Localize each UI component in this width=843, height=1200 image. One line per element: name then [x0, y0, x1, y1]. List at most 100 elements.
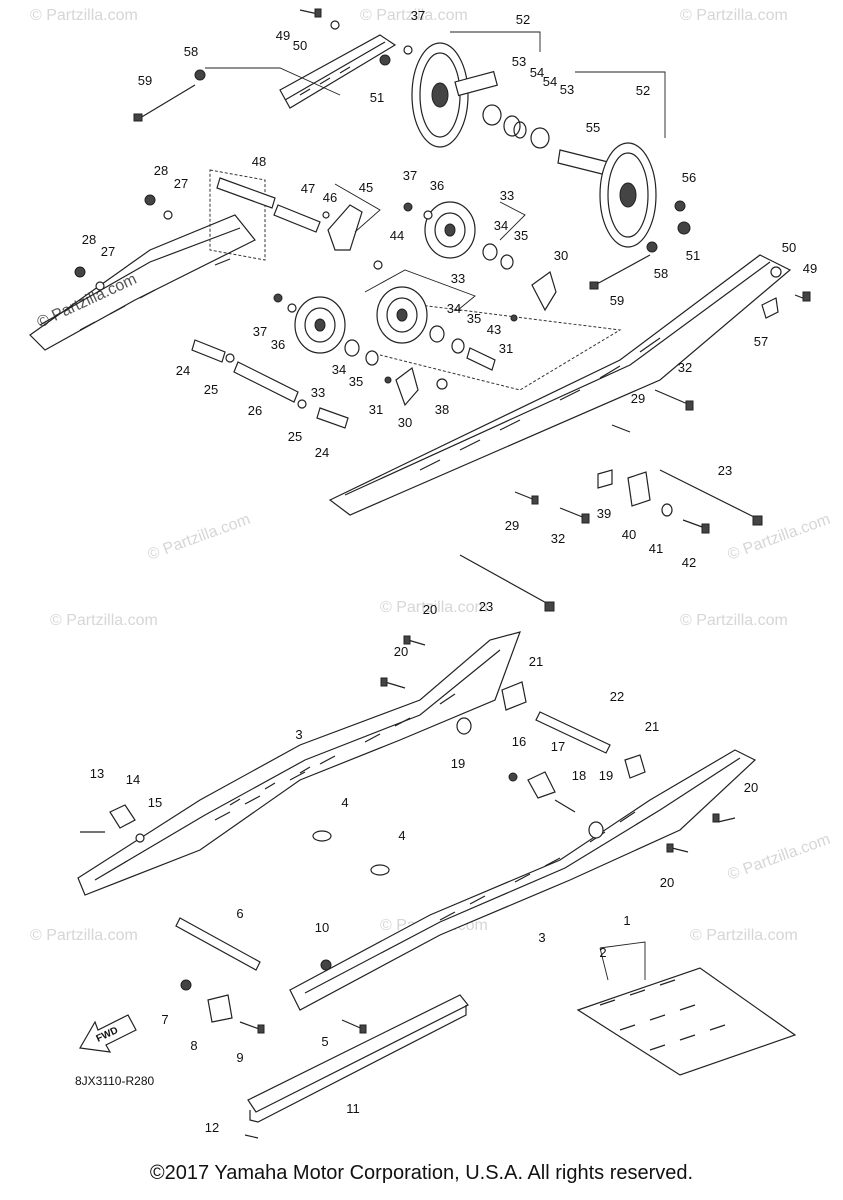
fwd-arrow: FWD [79, 1014, 137, 1053]
callout: 25 [288, 429, 302, 444]
callout: 46 [323, 190, 337, 205]
callout: 1 [623, 913, 630, 928]
callout: 47 [301, 181, 315, 196]
watermark: © Partzilla.com [146, 511, 253, 564]
callout: 5 [321, 1034, 328, 1049]
callout: 43 [487, 322, 501, 337]
watermark: © Partzilla.com [50, 612, 158, 629]
callout: 53 [560, 82, 574, 97]
callout: 51 [370, 90, 384, 105]
callout: 59 [138, 73, 152, 88]
callout: 18 [572, 768, 586, 783]
callout: 3 [295, 727, 302, 742]
bolts-long [133, 84, 763, 612]
track-clip-assembly [576, 941, 797, 1076]
upper-rail-top [279, 34, 397, 109]
bushings-53-54 [482, 104, 550, 149]
wheel-33-c [294, 296, 346, 354]
arm-30-b [395, 366, 419, 407]
callout: 34 [447, 301, 461, 316]
callout: 14 [126, 772, 140, 787]
callout: 37 [253, 324, 267, 339]
callout: 37 [403, 168, 417, 183]
callout: 28 [82, 232, 96, 247]
callout: 6 [236, 906, 243, 921]
watermark: © Partzilla.com [360, 7, 468, 24]
callout: 33 [500, 188, 514, 203]
callout: 59 [610, 293, 624, 308]
callout: 42 [682, 555, 696, 570]
callout: 48 [252, 154, 266, 169]
callout: 38 [435, 402, 449, 417]
callout: 20 [423, 602, 437, 617]
callout: 20 [394, 644, 408, 659]
callout: 30 [554, 248, 568, 263]
callout: 7 [161, 1012, 168, 1027]
callout: 29 [505, 518, 519, 533]
callout: 4 [341, 795, 348, 810]
callout: 27 [101, 244, 115, 259]
lower-frame-rail-left [77, 631, 521, 896]
callout: 20 [744, 780, 758, 795]
callout: 53 [512, 54, 526, 69]
watermark: © Partzilla.com [30, 927, 138, 944]
callout: 37 [411, 8, 425, 23]
callout: 29 [631, 391, 645, 406]
callout: 39 [597, 506, 611, 521]
callout: 34 [332, 362, 346, 377]
callout: 30 [398, 415, 412, 430]
diagram-code: 8JX3110-R280 [75, 1074, 154, 1088]
callout: 50 [293, 38, 307, 53]
callout: 23 [479, 599, 493, 614]
copyright-notice: ©2017 Yamaha Motor Corporation, U.S.A. A… [149, 1162, 694, 1184]
callout: 24 [315, 445, 329, 460]
watermark: © Partzilla.com [726, 831, 833, 884]
callout: 52 [636, 83, 650, 98]
callout: 16 [512, 734, 526, 749]
callout: 23 [718, 463, 732, 478]
callout: 35 [349, 374, 363, 389]
callout: 9 [236, 1050, 243, 1065]
wheel-33-b [376, 286, 428, 344]
wheel-33-a [424, 201, 476, 259]
callout: 36 [430, 178, 444, 193]
watermark: © Partzilla.com [680, 612, 788, 629]
callout: 54 [530, 65, 544, 80]
callout: 44 [390, 228, 404, 243]
callout: 55 [586, 120, 600, 135]
callout: 10 [315, 920, 329, 935]
lower-frame-rail-right [289, 749, 757, 1011]
watermark: © Partzilla.com [30, 7, 138, 24]
upper-slide-rail [29, 169, 792, 516]
callout: 11 [346, 1101, 360, 1116]
callout: 15 [148, 795, 162, 810]
callout: 54 [543, 74, 557, 89]
callout: 19 [451, 756, 465, 771]
callout: 52 [516, 12, 530, 27]
callout: 32 [678, 360, 692, 375]
idler-wheel-52-left [411, 42, 498, 148]
callout: 31 [369, 402, 383, 417]
callout: 33 [311, 385, 325, 400]
callout: 26 [248, 403, 262, 418]
lower-bolts [80, 635, 736, 1139]
shafts [191, 177, 496, 429]
callout: 25 [204, 382, 218, 397]
callout: 35 [467, 311, 481, 326]
callout: 49 [276, 28, 290, 43]
callout: 50 [782, 240, 796, 255]
callout: 8 [190, 1038, 197, 1053]
watermark: © Partzilla.com [380, 599, 488, 616]
shaft-6 [175, 917, 261, 971]
callout: 58 [184, 44, 198, 59]
callout: 34 [494, 218, 508, 233]
callout: 12 [205, 1120, 219, 1135]
callout: 28 [154, 163, 168, 178]
bolts-short [299, 8, 811, 534]
callout: 31 [499, 341, 513, 356]
arm-30-a [531, 271, 557, 312]
callout: 13 [90, 766, 104, 781]
callout: 24 [176, 363, 190, 378]
callout: 32 [551, 531, 565, 546]
